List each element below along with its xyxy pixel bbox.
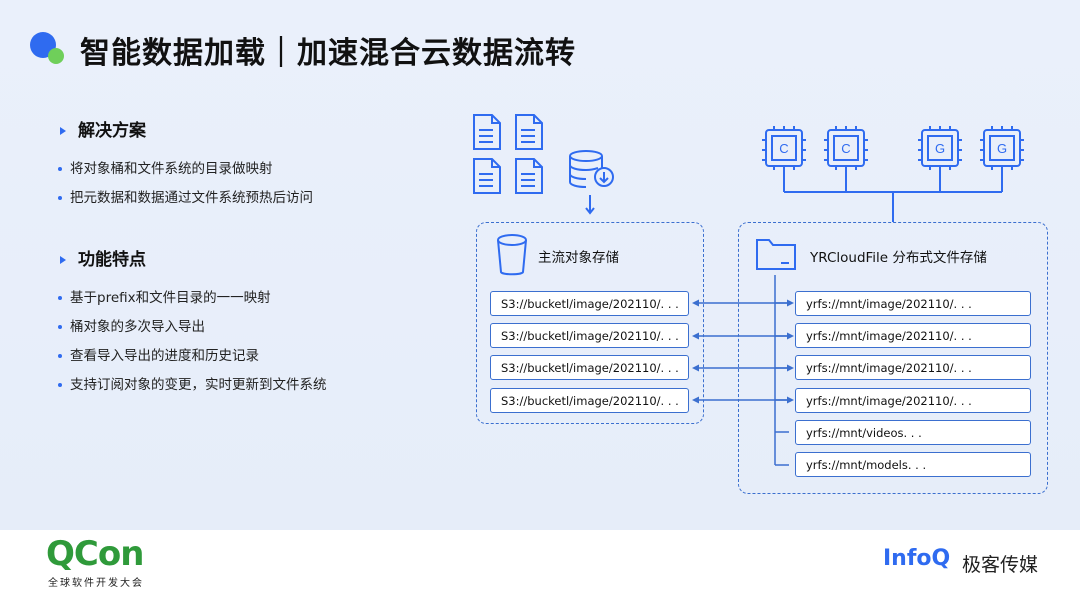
feature-bullet: 基于prefix和文件目录的一一映射 bbox=[58, 286, 271, 306]
slide: 智能数据加载｜加速混合云数据流转 解决方案 将对象桶和文件系统的目录做映射 把元… bbox=[0, 0, 1080, 530]
feature-bullet: 支持订阅对象的变更，实时更新到文件系统 bbox=[58, 373, 327, 393]
feature-bullet: 查看导入导出的进度和历史记录 bbox=[58, 344, 259, 364]
bucket-icon bbox=[497, 234, 527, 276]
page-title: 智能数据加载｜加速混合云数据流转 bbox=[80, 36, 576, 71]
features-heading: 功能特点 bbox=[60, 245, 146, 270]
chip-label: G bbox=[997, 141, 1007, 156]
yrfs-path: yrfs://mnt/image/202110/. . . bbox=[795, 355, 1031, 380]
infoq-logo: InfoQ bbox=[883, 546, 951, 571]
solution-bullet: 把元数据和数据通过文件系统预热后访问 bbox=[58, 186, 313, 206]
triangle-icon bbox=[60, 256, 66, 264]
title-dots-logo bbox=[30, 32, 70, 68]
chip-label: C bbox=[841, 141, 850, 156]
footer bbox=[0, 530, 1080, 592]
s3-path: S3://bucketl/image/202110/. . . bbox=[490, 323, 689, 348]
yrfs-path: yrfs://mnt/image/202110/. . . bbox=[795, 323, 1031, 348]
object-storage-box bbox=[476, 222, 704, 424]
triangle-icon bbox=[60, 127, 66, 135]
solution-bullet: 将对象桶和文件系统的目录做映射 bbox=[58, 157, 273, 177]
s3-path: S3://bucketl/image/202110/. . . bbox=[490, 291, 689, 316]
file-storage-label: YRCloudFile 分布式文件存储 bbox=[810, 250, 987, 266]
solution-heading: 解决方案 bbox=[60, 116, 146, 141]
qcon-subtitle: 全球软件开发大会 bbox=[48, 578, 144, 589]
brand-name: 极客传媒 bbox=[962, 554, 1039, 576]
yrfs-path: yrfs://mnt/videos. . . bbox=[795, 420, 1031, 445]
compute-chips: C C G G bbox=[762, 126, 1024, 222]
yrfs-path: yrfs://mnt/image/202110/. . . bbox=[795, 291, 1031, 316]
folder-icon bbox=[756, 239, 796, 270]
s3-path: S3://bucketl/image/202110/. . . bbox=[490, 388, 689, 413]
qcon-logo: QCon bbox=[46, 534, 144, 574]
s3-path: S3://bucketl/image/202110/. . . bbox=[490, 355, 689, 380]
yrfs-path: yrfs://mnt/image/202110/. . . bbox=[795, 388, 1031, 413]
object-storage-label: 主流对象存储 bbox=[538, 250, 619, 266]
yrfs-path: yrfs://mnt/models. . . bbox=[795, 452, 1031, 477]
chip-label: C bbox=[779, 141, 788, 156]
chip-label: G bbox=[935, 141, 945, 156]
database-download-icon bbox=[569, 150, 614, 215]
feature-bullet: 桶对象的多次导入导出 bbox=[58, 315, 205, 335]
file-storage-box bbox=[738, 222, 1048, 494]
mapping-connectors bbox=[692, 275, 794, 466]
documents-icon bbox=[473, 114, 543, 194]
